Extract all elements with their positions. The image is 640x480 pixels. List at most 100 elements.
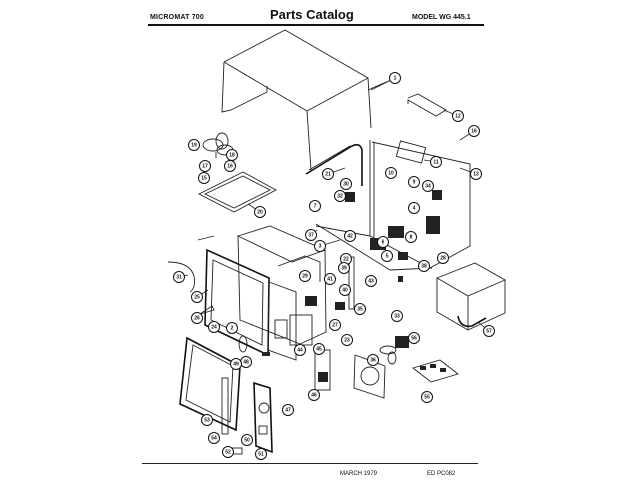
callout-number: 43 [368, 279, 374, 285]
cabinet-cover [221, 29, 392, 171]
callout-32: 32 [334, 190, 346, 202]
callout-number: 28 [440, 256, 446, 262]
callout-number: 19 [191, 143, 197, 149]
callout-number: 41 [327, 277, 333, 283]
callout-48: 48 [240, 356, 252, 368]
callout-53: 53 [201, 414, 213, 426]
callout-37: 37 [305, 229, 318, 241]
callout-circle [208, 321, 220, 333]
callout-number: 47 [285, 408, 291, 414]
callout-18: 18 [226, 149, 238, 161]
callout-number: 17 [202, 164, 208, 170]
callout-circle [470, 168, 482, 180]
callout-33: 33 [391, 310, 403, 322]
callout-number: 39 [341, 266, 347, 272]
callout-circle [338, 262, 350, 274]
callout-number: 20 [257, 210, 263, 216]
callout-circle [309, 200, 321, 212]
callout-50: 50 [241, 434, 253, 446]
callout-10: 10 [385, 167, 397, 179]
control-panel [267, 281, 297, 361]
shelf-tray [198, 171, 277, 213]
callout-20: 20 [247, 203, 266, 218]
callout-number: 40 [342, 288, 348, 294]
header-rule [148, 24, 484, 26]
callout-25: 25 [191, 289, 209, 303]
callout-46: 46 [308, 389, 320, 401]
callout-number: 1 [394, 76, 397, 82]
model-number: MODEL WG 445.1 [412, 14, 471, 21]
callout-circle [344, 230, 356, 242]
callout-number: 48 [243, 360, 249, 366]
callout-number: 34 [425, 184, 431, 190]
callout-number: 31 [176, 275, 182, 281]
callout-circle [329, 319, 341, 331]
callout-19: 19 [188, 139, 200, 151]
callout-circle [389, 72, 401, 84]
callout-56: 56 [408, 332, 420, 344]
callout-55: 55 [421, 391, 433, 403]
callout-circle [224, 160, 236, 172]
callout-17: 17 [199, 160, 211, 172]
callout-circle [365, 275, 377, 287]
callout-circle [254, 206, 266, 218]
chassis [315, 140, 471, 271]
callout-4: 4 [408, 202, 420, 214]
callout-circle [334, 190, 346, 202]
callout-circle [199, 160, 211, 172]
callout-number: 52 [225, 450, 231, 456]
callout-number: 55 [424, 395, 430, 401]
oven-cavity [236, 225, 327, 345]
callout-number: 25 [194, 295, 200, 301]
control-plate [253, 381, 273, 454]
callout-number: 54 [211, 436, 217, 442]
callout-27: 27 [329, 319, 341, 331]
callout-circle [198, 172, 210, 184]
callout-circle [191, 291, 203, 303]
callout-number: 35 [357, 307, 363, 313]
callout-number: 22 [343, 257, 349, 263]
callout-circle [282, 404, 294, 416]
outer-door [179, 336, 241, 432]
callout-number: 8 [410, 235, 413, 241]
callout-number: 24 [211, 325, 217, 331]
callout-31: 31 [173, 271, 189, 283]
callout-circle [354, 303, 366, 315]
callout-number: 37 [308, 233, 314, 239]
footer-date: MARCH 1979 [340, 471, 378, 477]
callout-11: 11 [423, 156, 442, 168]
callout-number: 10 [388, 171, 394, 177]
callout-circle [313, 343, 325, 355]
callout-number: 6 [382, 240, 385, 246]
callout-circle [405, 231, 417, 243]
footer-rule [142, 463, 478, 464]
callout-51: 51 [255, 448, 267, 460]
callout-circle [408, 332, 420, 344]
callout-38: 38 [418, 260, 430, 272]
callout-44: 44 [294, 344, 306, 356]
callout-number: 21 [325, 172, 331, 178]
rear-bracket [407, 93, 447, 117]
callout-number: 36 [370, 358, 376, 364]
callout-circle [191, 312, 203, 324]
callout-circle [299, 270, 311, 282]
callout-circle [314, 240, 326, 252]
callout-circle [305, 229, 317, 241]
callout-number: 44 [297, 348, 303, 354]
callout-circle [422, 180, 434, 192]
callout-number: 45 [316, 347, 322, 353]
callout-number: 46 [311, 393, 317, 399]
callout-number: 4 [413, 206, 416, 212]
callout-circle [421, 391, 433, 403]
callout-circle [367, 354, 379, 366]
cooling-fan [379, 345, 397, 365]
wire-harness [167, 261, 195, 293]
callout-circle [322, 168, 334, 180]
callout-number: 50 [244, 438, 250, 444]
callout-number: 26 [194, 316, 200, 322]
callout-42: 42 [344, 230, 356, 242]
callout-number: 2 [231, 326, 234, 332]
callout-3: 3 [314, 239, 341, 252]
callout-29: 29 [299, 270, 311, 282]
